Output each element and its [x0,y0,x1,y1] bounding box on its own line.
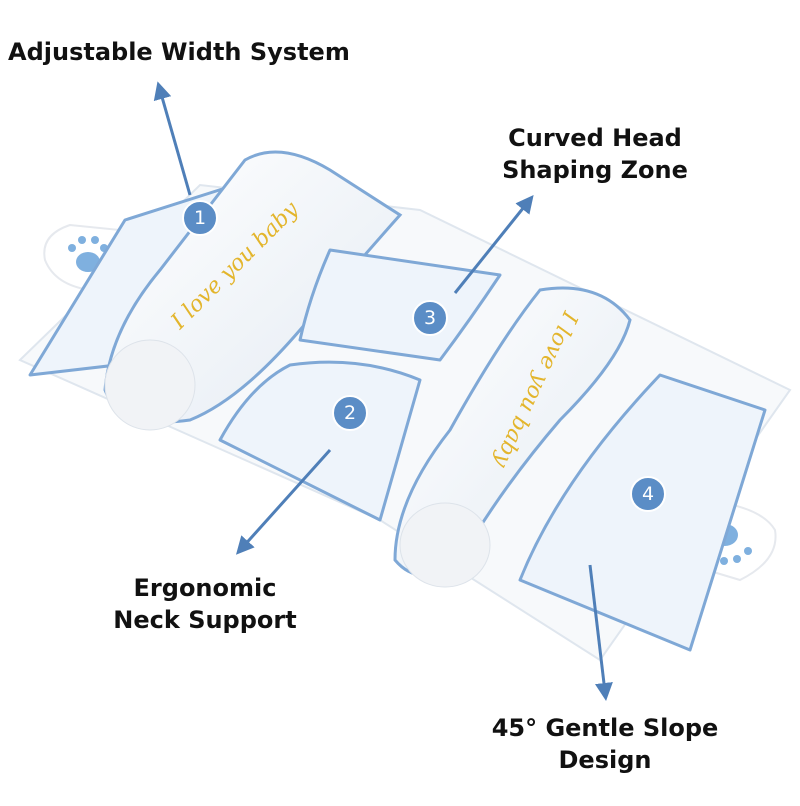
arrow-slope [588,564,613,701]
label-neck-support: Ergonomic Neck Support [80,572,330,636]
panel-2 [218,360,422,522]
panel-4 [518,373,767,652]
label-curved-head: Curved Head Shaping Zone [470,122,720,186]
marker-4: 4 [630,476,666,512]
marker-3: 3 [412,300,448,336]
label-slope: 45° Gentle Slope Design [470,712,740,776]
label-slope-line2: Design [558,746,652,774]
arrow-curved-head [453,194,534,294]
svg-text:3: 3 [424,307,436,329]
arrow-adjustable-width [153,81,192,196]
arrow-neck-support [235,448,332,555]
label-neck-support-line1: Ergonomic [133,574,277,602]
label-neck-support-line2: Neck Support [113,606,297,634]
panel-3 [298,248,502,362]
svg-text:2: 2 [344,402,356,424]
svg-text:4: 4 [642,483,654,505]
label-curved-head-line1: Curved Head [508,124,682,152]
marker-1: 1 [182,200,218,236]
label-curved-head-line2: Shaping Zone [502,156,688,184]
label-slope-line1: 45° Gentle Slope [491,714,719,742]
label-adjustable-width: Adjustable Width System [8,38,350,66]
svg-text:1: 1 [194,207,206,229]
marker-2: 2 [332,395,368,431]
